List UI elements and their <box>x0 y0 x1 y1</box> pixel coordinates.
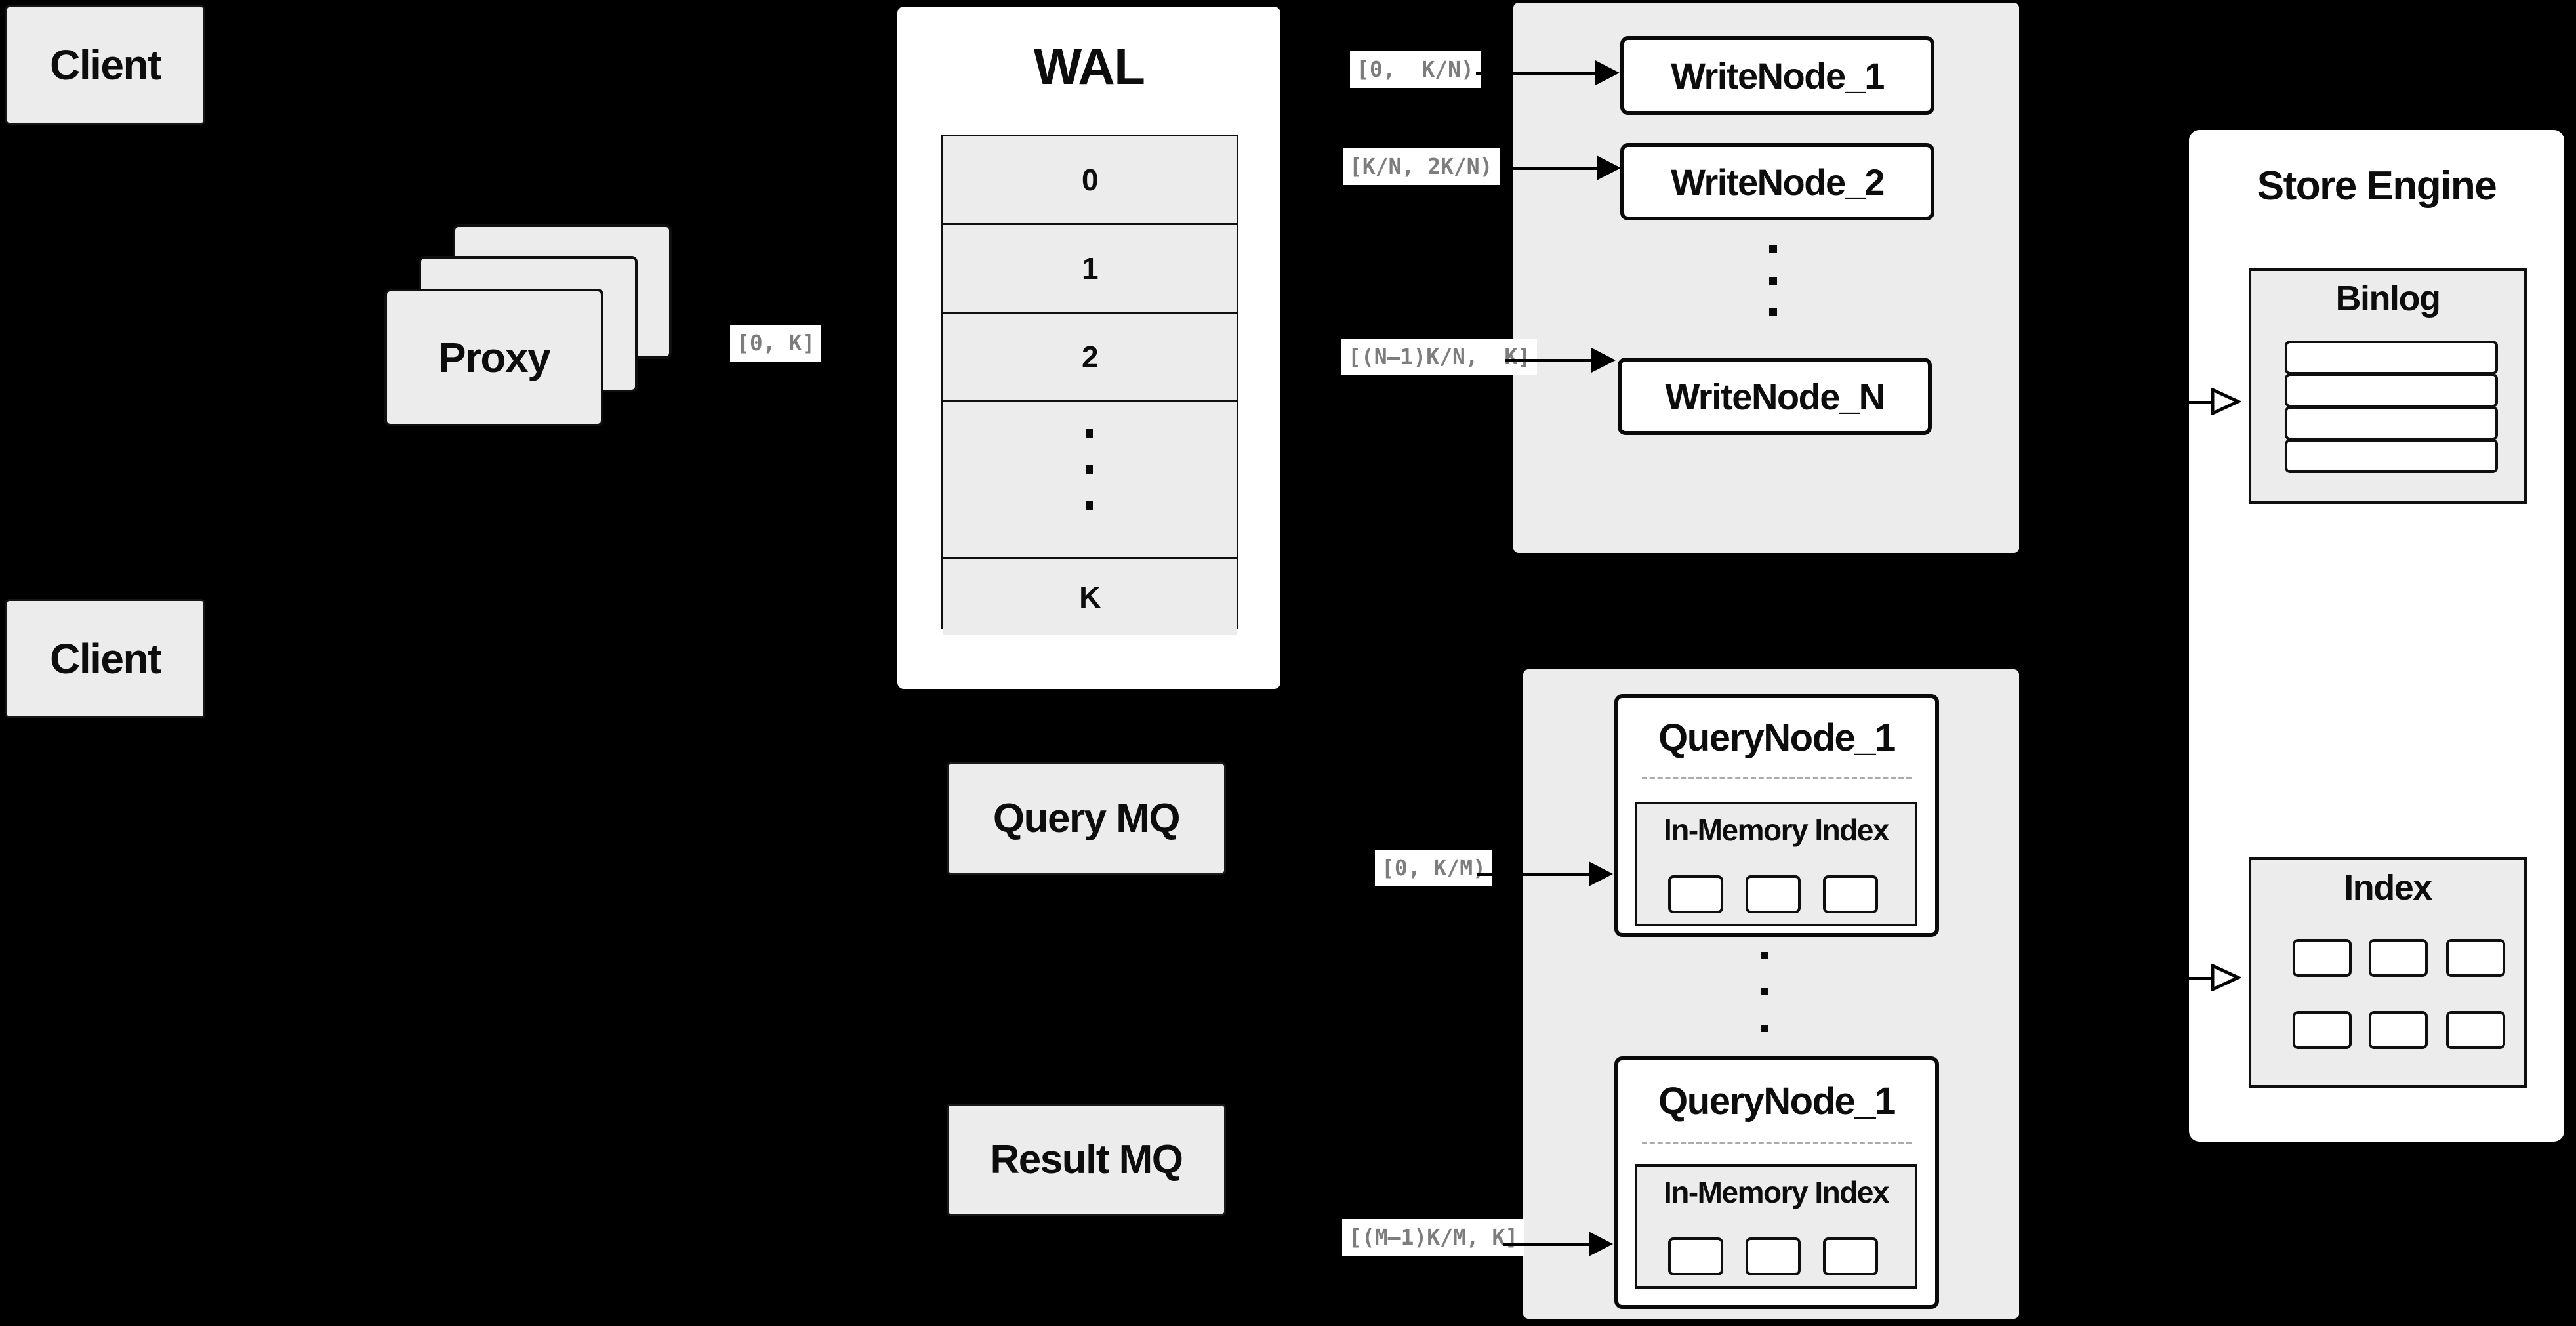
ellipsis-dot <box>1086 465 1093 474</box>
hollow-arrow-right-icon <box>2211 964 2241 991</box>
segment-square <box>1746 1237 1801 1275</box>
arrow-right-icon <box>1589 1232 1613 1256</box>
wal-row-0: 0 <box>943 136 1237 223</box>
proxy-label: Proxy <box>438 334 551 381</box>
wal-row-1: 1 <box>943 223 1237 312</box>
hollow-arrow-right-icon <box>2211 388 2241 415</box>
ellipsis-dot <box>1769 245 1777 253</box>
segment-square <box>1823 875 1878 913</box>
result-mq-box: Result MQ <box>947 1104 1226 1216</box>
ellipsis-dot <box>1769 277 1777 285</box>
arrow-right-icon <box>1595 60 1620 85</box>
wal-title: WAL <box>1033 37 1145 95</box>
arrow-right-icon <box>1591 348 1616 373</box>
wal-row-2: 2 <box>943 312 1237 400</box>
binlog-row <box>2285 406 2498 440</box>
range-label-write-n: [(N–1)K/N, K] <box>1341 339 1538 376</box>
query-node-top-title: QueryNode_1 <box>1658 716 1896 759</box>
write-node-2: WriteNode_2 <box>1620 143 1934 220</box>
binlog-box: Binlog <box>2249 268 2527 504</box>
in-memory-index-bottom: In-Memory Index <box>1635 1164 1917 1289</box>
range-label-query-top: [0, K/M) <box>1375 850 1492 887</box>
write-node-n: WriteNode_N <box>1618 358 1932 435</box>
arrow-right-icon <box>1589 861 1613 886</box>
segment-square <box>1668 875 1723 913</box>
query-node-bottom: QueryNode_1 In-Memory Index <box>1614 1056 1939 1309</box>
range-label-query-bottom: [(M–1)K/M, K] <box>1342 1219 1525 1256</box>
ellipsis-dot <box>1086 501 1093 510</box>
client-box-bottom: Client <box>5 599 205 718</box>
proxy-box-front: Proxy <box>384 289 603 426</box>
ellipsis-dot <box>1761 988 1768 995</box>
query-mq-box: Query MQ <box>947 762 1226 875</box>
index-box: Index <box>2249 857 2527 1088</box>
arrow-right-icon <box>1597 155 1621 180</box>
query-node-bottom-title: QueryNode_1 <box>1658 1079 1896 1123</box>
in-memory-index-top: In-Memory Index <box>1635 802 1917 926</box>
wal-table: 0 1 2 K <box>941 135 1238 635</box>
query-mq-label: Query MQ <box>992 796 1181 841</box>
client-box-top: Client <box>5 5 205 125</box>
range-label-write-1: [0, K/N) <box>1350 51 1481 89</box>
write-node-1: WriteNode_1 <box>1620 36 1934 115</box>
binlog-row <box>2285 439 2498 473</box>
store-engine-title: Store Engine <box>2257 163 2497 209</box>
binlog-row <box>2285 341 2498 375</box>
binlog-row <box>2285 373 2498 407</box>
ellipsis-dot <box>1761 952 1768 959</box>
wal-row-ellipsis <box>943 400 1237 557</box>
wal-row-k: K <box>943 557 1237 635</box>
ellipsis-dot <box>1761 1025 1768 1032</box>
index-square <box>2369 939 2428 977</box>
result-mq-label: Result MQ <box>990 1137 1183 1182</box>
index-square <box>2293 939 2352 977</box>
client-top-label: Client <box>50 41 161 89</box>
query-node-top: QueryNode_1 In-Memory Index <box>1614 694 1939 937</box>
client-bottom-label: Client <box>50 635 161 682</box>
index-square <box>2446 939 2505 977</box>
index-square <box>2369 1011 2428 1049</box>
index-square <box>2446 1011 2505 1049</box>
ellipsis-dot <box>1769 308 1777 316</box>
ellipsis-dot <box>1086 429 1093 438</box>
dashed-separator <box>1642 1142 1912 1144</box>
segment-square <box>1823 1237 1878 1275</box>
range-label-write-2: [K/N, 2K/N) <box>1343 148 1500 186</box>
range-label-ingest: [0, K] <box>730 325 822 362</box>
index-square <box>2293 1011 2352 1049</box>
segment-square <box>1668 1237 1723 1275</box>
segment-square <box>1746 875 1801 913</box>
dashed-separator <box>1642 777 1912 779</box>
